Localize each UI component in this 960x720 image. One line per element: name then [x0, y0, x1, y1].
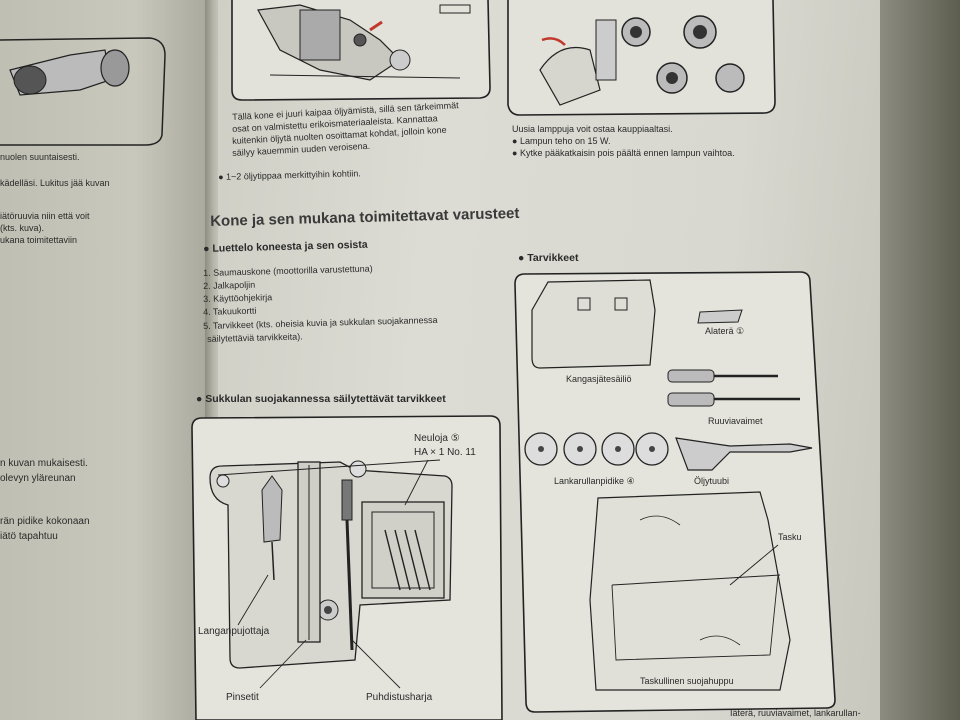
top-right-bullet-1-text: Lampun teho on 15 W. — [519, 136, 611, 146]
left-line-1: nuolen suuntaisesti. — [0, 152, 80, 162]
screwdrivers-label: Ruuviavaimet — [708, 416, 763, 426]
top-right-bullet-1: ● Lampun teho on 15 W. — [512, 136, 611, 146]
left-line-4: (kts. kuva). — [0, 223, 45, 233]
left-line-7: olevyn yläreunan — [0, 473, 76, 484]
cover-section-title: ● Sukkulan suojakannessa säilytettävät t… — [196, 393, 446, 405]
cover-section-title-text: Sukkulan suojakannessa säilytettävät tar… — [205, 393, 446, 405]
needles-type-label: HA × 1 No. 11 — [414, 447, 476, 458]
accessories-title: ● Tarvikkeet — [518, 252, 579, 264]
left-line-9: iätö tapahtuu — [0, 531, 58, 542]
accessories-title-text: Tarvikkeet — [527, 252, 579, 264]
left-line-2: kädelläsi. Lukitus jää kuvan — [0, 178, 110, 188]
left-line-6: n kuvan mukaisesti. — [0, 458, 88, 469]
waste-container-label: Kangasjätesäiliö — [566, 374, 632, 384]
spool-holders — [524, 432, 669, 466]
brush-label: Puhdistusharja — [366, 692, 433, 703]
underplate-label: Alaterä ① — [705, 326, 745, 336]
threader-label: Langanpujottaja — [198, 626, 270, 637]
top-right-bullet-2: ● Kytke pääkatkaisin pois päältä ennen l… — [512, 148, 735, 158]
oiler-label: Öljytuubi — [694, 476, 730, 486]
top-right-caption: Uusia lamppuja voit ostaa kauppiaaltasi. — [512, 124, 673, 134]
spool-holder-label: Lankarullanpidike ④ — [554, 476, 635, 486]
table-background — [880, 0, 960, 720]
bottom-text-fragment: Iäterä, ruuviavaimet, lankarullan- — [730, 708, 861, 718]
left-line-8: rän pidike kokonaan — [0, 516, 90, 527]
top-right-bullet-2-text: Kytke pääkatkaisin pois päältä ennen lam… — [519, 148, 735, 158]
left-line-5: ukana toimitettaviin — [0, 235, 78, 245]
tweezers-label: Pinsetit — [226, 692, 259, 703]
left-line-3: iätöruuvia niin että voit — [0, 211, 90, 221]
needles-label: Neuloja ⑤ — [414, 433, 460, 444]
pocket-label: Tasku — [778, 532, 802, 542]
cover-label: Taskullinen suojahuppu — [640, 676, 734, 686]
left-page — [0, 0, 210, 720]
